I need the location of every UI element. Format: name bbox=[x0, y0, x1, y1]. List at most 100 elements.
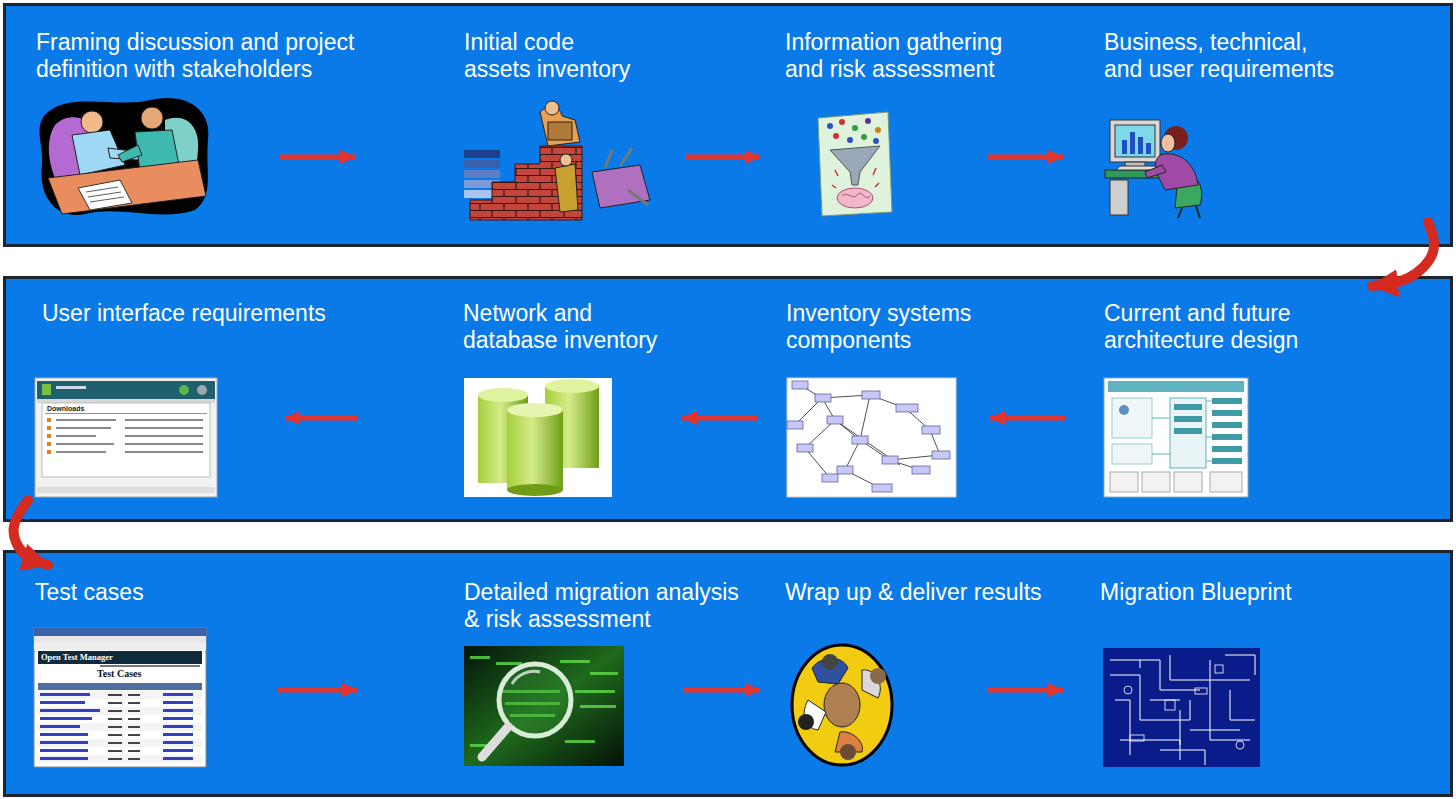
ui-screenshot bbox=[125, 443, 203, 445]
network-graph-clipart bbox=[827, 416, 843, 424]
test-manager-screenshot bbox=[40, 741, 88, 744]
architecture-clipart bbox=[1112, 398, 1152, 438]
computer-user-clipart bbox=[1130, 132, 1135, 154]
funnel-clipart bbox=[818, 112, 892, 216]
database-clipart bbox=[545, 379, 599, 393]
architecture-clipart bbox=[1212, 446, 1242, 452]
architecture-clipart bbox=[1170, 398, 1206, 468]
blueprint-clipart bbox=[1165, 700, 1175, 710]
team-table-clipart bbox=[840, 744, 856, 760]
step-label: Information gathering and risk assessmen… bbox=[785, 29, 1015, 83]
funnel-clipart bbox=[847, 137, 853, 143]
magnifier-clipart bbox=[580, 705, 616, 708]
ui-screenshot bbox=[56, 451, 106, 453]
network-graph-clipart bbox=[797, 444, 813, 452]
network-graph-clipart bbox=[837, 466, 853, 474]
blueprint-clipart bbox=[1103, 648, 1260, 767]
step-band bbox=[5, 278, 1452, 521]
meeting-clipart bbox=[40, 98, 209, 215]
architecture-clipart bbox=[1212, 434, 1242, 440]
network-graph-clipart bbox=[792, 381, 808, 389]
computer-user-clipart bbox=[1110, 120, 1160, 162]
network-graph-clipart bbox=[787, 421, 803, 429]
step-label: Detailed migration analysis & risk asses… bbox=[464, 579, 749, 633]
architecture-clipart bbox=[1152, 401, 1212, 461]
step-label: Network and database inventory bbox=[463, 300, 668, 354]
test-manager-screenshot bbox=[38, 723, 202, 731]
flow-arrow bbox=[682, 416, 757, 421]
magnifier-clipart bbox=[565, 740, 595, 743]
network-graph-clipart bbox=[912, 466, 930, 474]
architecture-clipart bbox=[1174, 472, 1202, 492]
magnifier-clipart bbox=[482, 727, 508, 757]
network-graph-clipart bbox=[815, 394, 831, 402]
architecture-clipart bbox=[1108, 381, 1244, 392]
ui-screenshot bbox=[35, 378, 217, 497]
ui-screenshot bbox=[179, 385, 189, 395]
test-manager-screenshot bbox=[108, 734, 122, 736]
blueprint-clipart bbox=[1215, 665, 1223, 673]
test-manager-screenshot bbox=[38, 755, 202, 763]
computer-user-clipart bbox=[1122, 140, 1127, 154]
architecture-clipart bbox=[1119, 405, 1129, 415]
magnifier-clipart bbox=[496, 662, 522, 665]
network-graph-clipart bbox=[822, 474, 838, 482]
process-step: User interface requirements bbox=[20, 286, 285, 500]
computer-user-clipart bbox=[1138, 137, 1143, 154]
flow-arrow bbox=[685, 155, 760, 160]
builder-clipart bbox=[605, 148, 648, 205]
network-graph-clipart bbox=[896, 404, 918, 412]
test-manager-screenshot bbox=[40, 733, 88, 736]
test-manager-screenshot bbox=[40, 701, 85, 704]
builder-clipart bbox=[464, 170, 500, 178]
test-manager-screenshot bbox=[40, 693, 193, 760]
network-graph-clipart bbox=[787, 381, 950, 492]
funnel-clipart bbox=[833, 133, 839, 139]
ui-screenshot bbox=[125, 419, 203, 421]
flow-arrow bbox=[990, 416, 1065, 421]
architecture-clipart bbox=[1110, 472, 1138, 492]
blueprint-clipart bbox=[1130, 735, 1144, 741]
architecture-clipart bbox=[1174, 428, 1202, 434]
flow-arrow bbox=[285, 416, 357, 421]
network-graph-clipart bbox=[787, 378, 956, 497]
builder-clipart bbox=[464, 160, 500, 168]
ui-screenshot bbox=[47, 434, 51, 438]
ui-screenshot bbox=[47, 442, 51, 446]
test-manager-screenshot bbox=[128, 702, 140, 704]
test-manager-screenshot bbox=[108, 702, 122, 704]
meeting-clipart bbox=[48, 160, 206, 214]
builder-clipart bbox=[464, 150, 500, 158]
test-manager-screenshot bbox=[100, 665, 200, 667]
builder-clipart bbox=[470, 146, 582, 220]
database-clipart bbox=[507, 403, 563, 417]
database-clipart bbox=[478, 388, 528, 402]
test-manager-screenshot bbox=[108, 694, 122, 696]
funnel-clipart bbox=[839, 119, 845, 125]
architecture-clipart bbox=[1112, 444, 1152, 464]
test-manager-screenshot bbox=[163, 733, 193, 736]
process-step: Initial code assets inventory bbox=[355, 29, 685, 222]
test-manager-screenshot bbox=[128, 710, 140, 712]
team-table-clipart bbox=[822, 654, 838, 670]
flow-arrow bbox=[988, 155, 1063, 160]
architecture-clipart bbox=[1212, 398, 1242, 404]
test-manager-screenshot bbox=[40, 757, 88, 760]
blueprint-clipart bbox=[1236, 741, 1244, 749]
step-label: Framing discussion and project definitio… bbox=[36, 29, 366, 83]
database-clipart bbox=[464, 378, 612, 497]
magnifier-clipart bbox=[470, 656, 618, 747]
test-manager-screenshot bbox=[108, 726, 122, 728]
funnel-clipart bbox=[873, 138, 879, 144]
blueprint-clipart bbox=[1124, 665, 1244, 749]
magnifier-clipart bbox=[464, 646, 624, 766]
test-manager-screenshot bbox=[163, 709, 193, 712]
test-manager-screenshot bbox=[34, 628, 206, 636]
step-label: Business, technical, and user requiremen… bbox=[1104, 29, 1342, 83]
blueprint-clipart bbox=[1110, 655, 1255, 765]
architecture-clipart bbox=[1104, 378, 1248, 497]
